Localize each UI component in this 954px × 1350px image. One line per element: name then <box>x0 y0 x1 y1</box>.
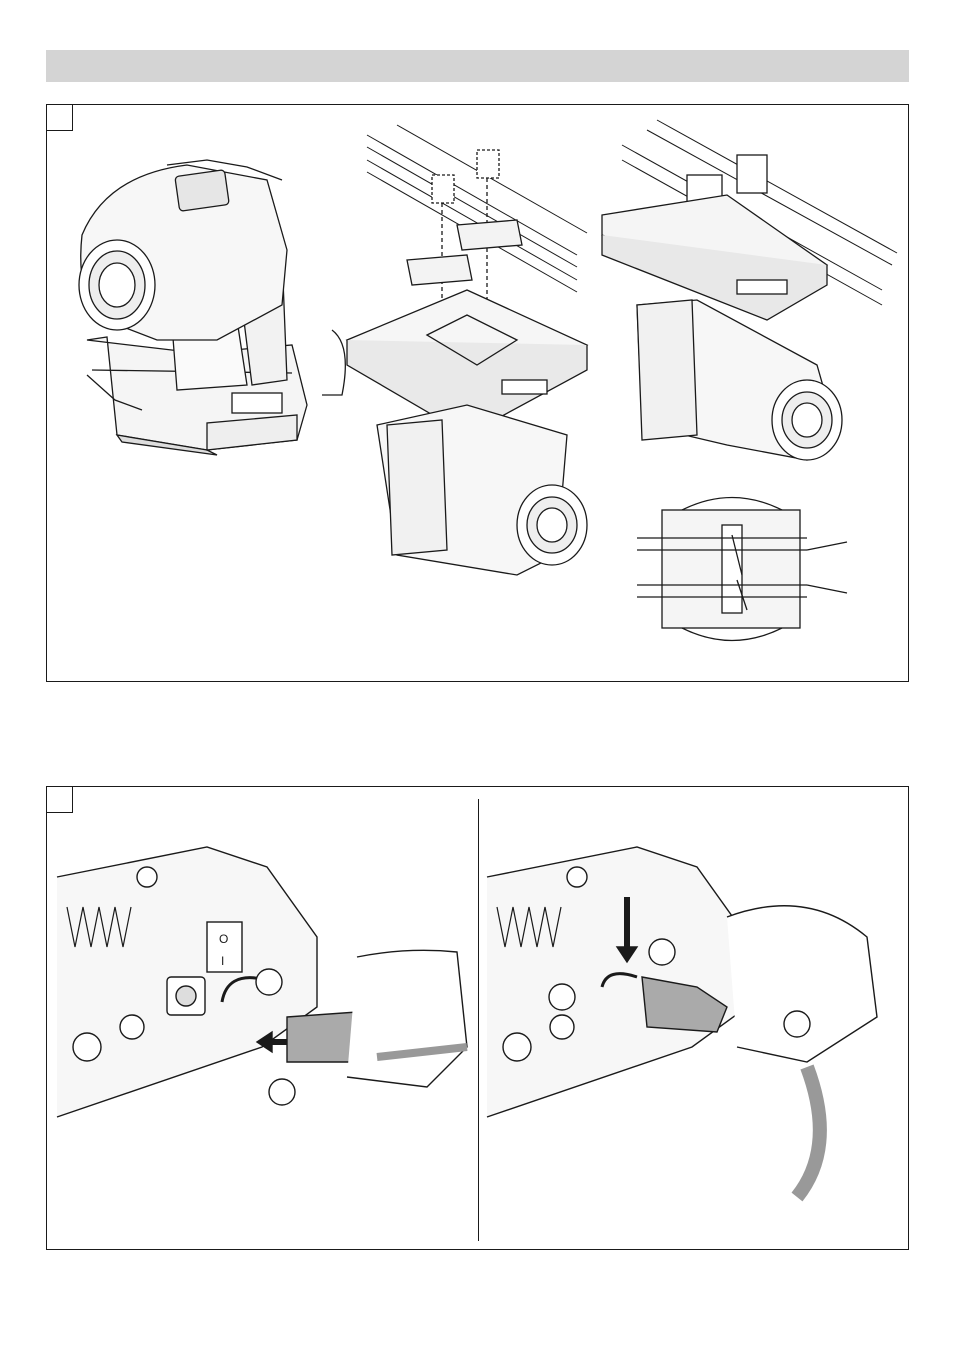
svg-text:O: O <box>219 932 228 946</box>
dmx-socket <box>503 1033 531 1061</box>
figure-2-power-connection: O I <box>46 786 909 1250</box>
dmx-socket <box>73 1033 101 1061</box>
panel-disconnect-power-plug <box>487 847 877 1197</box>
section-header-bar <box>46 50 909 82</box>
fixture-bottom-view <box>637 498 847 641</box>
ethernet-socket <box>120 1015 144 1039</box>
figure-1-illustration <box>47 105 910 683</box>
ethernet-socket <box>550 1015 574 1039</box>
fixture-mounting-exploded-view <box>347 125 587 575</box>
callout-5 <box>784 1011 810 1037</box>
callout-1 <box>256 969 282 995</box>
figure-1-installation <box>46 104 909 682</box>
fixture-standing-view <box>79 160 345 455</box>
fixture-hanging-truss-view <box>602 120 897 460</box>
panel-connect-power-plug: O I <box>57 847 467 1117</box>
svg-text:I: I <box>221 954 224 968</box>
callout-4 <box>649 939 675 965</box>
callout-3 <box>549 984 575 1010</box>
power-switch <box>207 922 242 972</box>
callout-2 <box>269 1079 295 1105</box>
figure-2-illustration: O I <box>47 787 910 1251</box>
